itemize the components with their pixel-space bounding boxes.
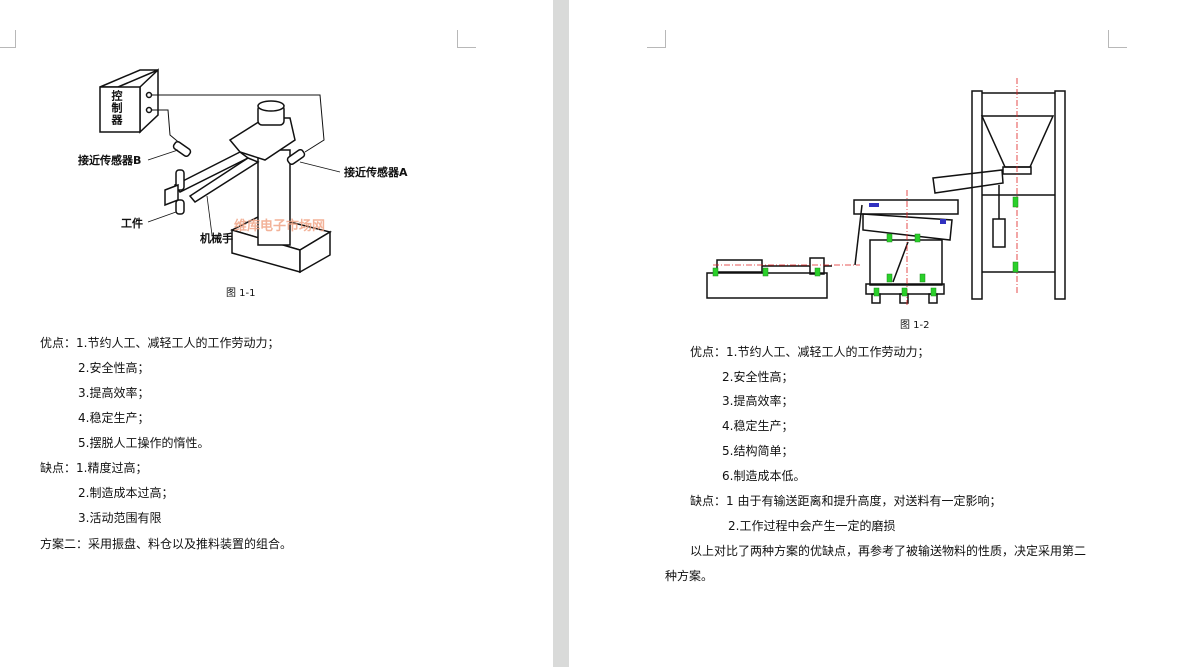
pros-line-6: 6.制造成本低。 <box>722 469 806 483</box>
margin-corner-mark <box>0 30 16 48</box>
page-gap <box>553 0 569 667</box>
label-workpiece: 工件 <box>121 216 143 230</box>
label-controller: 控制器 <box>110 90 123 126</box>
pros-line-4: 4.稳定生产； <box>78 411 150 425</box>
margin-corner-mark <box>1108 30 1127 48</box>
figure-1-1-manipulator-diagram: 接近传感器B 接近传感器A 工件 机械手 维库电子市场网 <box>78 68 408 274</box>
pros-line-1: 优点：1.节约人工、减轻工人的工作劳动力； <box>690 345 930 359</box>
figure-1-1-caption: 图 1-1 <box>226 288 256 299</box>
plan-two-line: 方案二：采用振盘、料仓以及推料装置的组合。 <box>40 537 293 551</box>
pros-line-4: 4.稳定生产； <box>722 419 794 433</box>
label-sensor-b: 接近传感器B <box>78 153 141 167</box>
figure-1-2-feeder-diagram <box>706 78 1066 305</box>
pros-line-2: 2.安全性高； <box>78 361 150 375</box>
pros-line-3: 3.提高效率； <box>78 386 150 400</box>
pros-line-5: 5.结构简单； <box>722 444 794 458</box>
cons-line-1: 缺点：1 由于有输送距离和提升高度，对送料有一定影响； <box>690 494 1002 508</box>
pros-line-2: 2.安全性高； <box>722 370 794 384</box>
cons-line-2: 2.工作过程中会产生一定的磨损 <box>728 519 896 533</box>
conclusion-line-2: 种方案。 <box>665 569 714 583</box>
label-sensor-a: 接近传感器A <box>344 165 408 179</box>
pros-line-3: 3.提高效率； <box>722 394 794 408</box>
watermark: 维库电子市场网 <box>234 218 325 234</box>
controller-box-front <box>99 86 141 133</box>
cons-line-1: 缺点：1.精度过高； <box>40 461 148 475</box>
figure-1-2-caption: 图 1-2 <box>900 320 930 331</box>
cons-line-2: 2.制造成本过高； <box>78 486 174 500</box>
label-manipulator: 机械手 <box>200 231 233 245</box>
pros-line-5: 5.摆脱人工操作的惰性。 <box>78 436 210 450</box>
margin-corner-mark <box>457 30 476 48</box>
pros-line-1: 优点：1.节约人工、减轻工人的工作劳动力； <box>40 336 280 350</box>
document-page-2 <box>569 0 1179 667</box>
cons-line-3: 3.活动范围有限 <box>78 511 162 525</box>
margin-corner-mark <box>647 30 666 48</box>
conclusion-line-1: 以上对比了两种方案的优缺点，再参考了被输送物料的性质，决定采用第二 <box>690 544 1087 558</box>
